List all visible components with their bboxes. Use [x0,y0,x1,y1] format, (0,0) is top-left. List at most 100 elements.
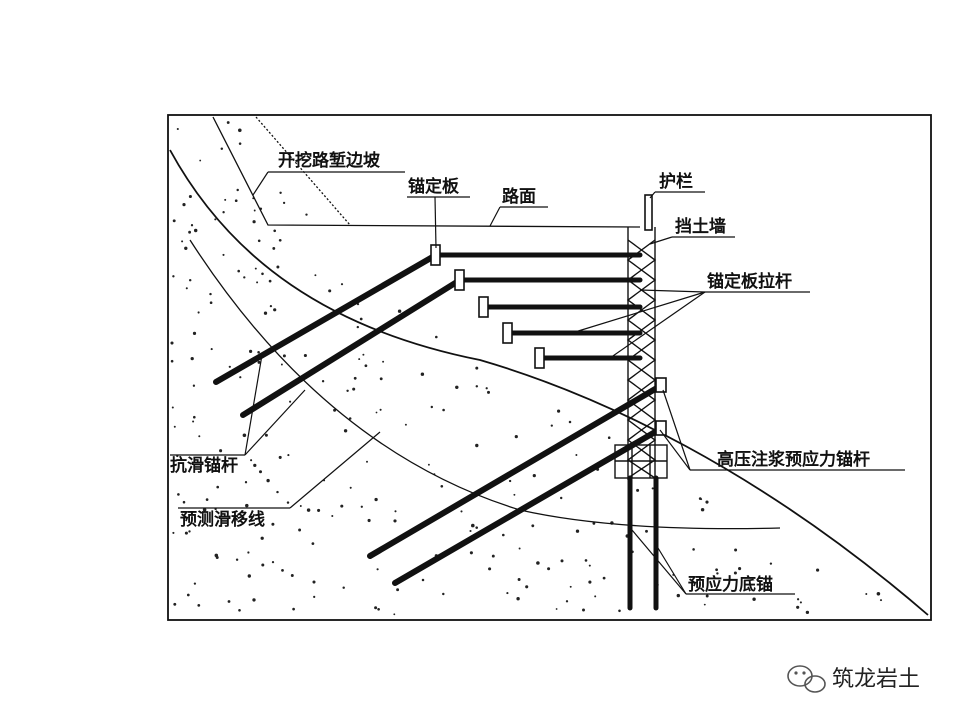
soil-dot [313,595,316,599]
soil-dot [209,301,213,305]
soil-dot [181,240,184,243]
soil-dot [734,548,738,552]
label-anchor-plate-tie-rod: 锚定板拉杆 [707,271,792,292]
soil-dot [235,558,239,561]
soil-dot [298,528,302,532]
soil-dot [271,560,275,564]
soil-dot [272,246,276,250]
soil-dot [805,610,810,615]
soil-dot [299,505,302,507]
soil-dot [276,265,280,269]
predicted-slip-line [189,239,781,530]
soil-dot [170,341,174,345]
soil-dot [317,508,321,512]
soil-dot [193,228,198,233]
original-slope-boundary [169,149,929,616]
soil-dot [475,385,479,388]
soil-dot [321,380,325,383]
soil-dot [676,593,680,598]
soil-dot [360,505,363,508]
soil-dot [364,364,368,368]
soil-dot [172,275,175,278]
soil-dot [254,267,257,270]
soil-dot [253,463,257,468]
soil-dot [485,387,488,390]
soil-dot [264,433,268,437]
label-high-pressure-anchor: 高压注浆预应力锚杆 [717,449,870,470]
soil-dot [796,605,800,609]
soil-dot [531,524,535,528]
soil-dot [245,503,249,508]
soil-dot [227,600,231,603]
soil-dot [242,433,247,438]
soil-dot [393,519,397,523]
soil-dot [182,203,186,207]
soil-dot [197,311,200,314]
watermark: 筑龙岩土 [787,665,920,693]
label-retaining-wall: 挡土墙 [675,216,726,237]
soil-dot [188,530,191,533]
soil-dot [247,574,251,578]
soil-dot [420,372,425,376]
soil-dot [471,523,475,528]
soil-dot [374,497,378,502]
soil-dot [374,606,378,610]
soil-dot [193,582,197,585]
soil-dot [190,224,194,227]
soil-dot [491,554,495,558]
soil-dot [565,600,569,603]
leader-lines [170,171,905,595]
soil-dot [282,354,286,358]
soil-dot [331,514,334,518]
soil-dot [252,220,256,224]
soil-dot [501,533,505,537]
soil-dot [366,460,368,463]
wechat-logo-icon [787,665,826,693]
soil-dot [799,601,802,604]
soil-dot [210,348,213,351]
soil-dot [186,593,190,597]
soil-dot [705,594,709,598]
soil-dot [244,481,248,484]
soil-dot [188,278,192,282]
soil-dot [594,595,597,598]
prestressed-anchor-rod [392,425,665,586]
soil-dot [607,436,611,439]
soil-dot [222,253,225,256]
soil-dot [555,608,558,610]
soil-dot [518,547,521,550]
soil-dot [202,508,207,512]
excavation-slope-line [212,116,641,228]
soil-stipple [170,121,883,616]
soil-dot [692,548,695,551]
soil-dot [575,529,580,533]
soil-dot [226,121,230,124]
soil-dot [514,435,518,439]
soil-dot [700,507,705,512]
soil-dot [290,574,294,577]
soil-dot [353,376,357,380]
soil-dot [487,390,490,394]
soil-dot [475,526,478,529]
soil-dot [311,542,315,545]
soil-dot [271,522,275,526]
soil-dot [404,423,407,426]
soil-dot [618,609,621,613]
soil-dot [525,585,529,589]
soil-dot [796,598,800,601]
soil-dot [238,142,242,145]
soil-dot [239,376,242,379]
soil-dot [508,479,512,483]
label-anti-slide-anchor: 抗滑锚杆 [170,455,238,476]
soil-dot [197,604,201,607]
soil-dot [238,128,242,133]
soil-dot [305,213,308,216]
soil-dot [584,559,588,562]
soil-dot [173,425,176,428]
soil-dot [261,563,265,567]
soil-dot [214,553,219,558]
soil-dot [769,562,773,565]
soil-dot [435,335,438,339]
soil-dot [460,510,463,513]
